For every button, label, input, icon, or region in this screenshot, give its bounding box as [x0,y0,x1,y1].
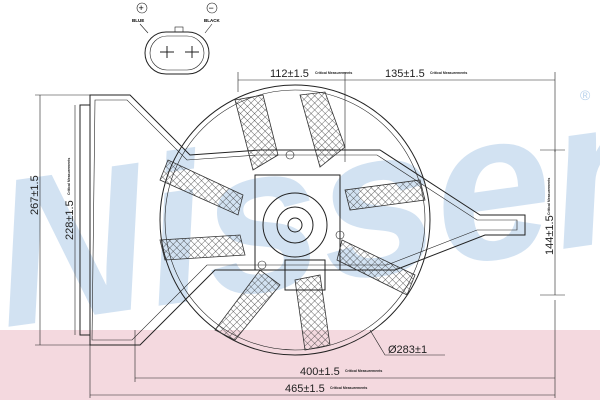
dim-left-inner: 228±1.5 [64,200,76,240]
dim-diameter: Ø283±1 [388,344,427,356]
dim-top-left: 112±1.5 [270,68,309,80]
registered-mark: ® [580,87,591,103]
plus-label: BLUE [132,18,144,23]
critical-note: Critical Measurements [345,369,382,373]
critical-note: Critical Measurements [430,71,467,75]
plus-symbol: + [139,3,144,13]
connector-diagram: + − BLUE BLACK [132,2,220,75]
critical-note: Critical Measurements [330,386,367,390]
dim-right: 144±1.5 [544,215,556,255]
dim-left-outer: 267±1.5 [29,175,41,215]
dim-bottom-outer: 465±1.5 [285,383,325,395]
fan-frame [79,94,526,346]
critical-note: Critical Measurements [315,71,352,75]
pink-band [0,330,600,400]
dim-bottom-inner: 400±1.5 [300,366,340,378]
dim-top-right: 135±1.5 [385,68,425,80]
minus-symbol: − [209,3,214,13]
fan [159,84,431,356]
critical-note: Critical Measurements [547,178,551,215]
dimension-lines [35,72,565,398]
minus-label: BLACK [204,18,220,23]
critical-note: Critical Measurements [67,158,71,195]
